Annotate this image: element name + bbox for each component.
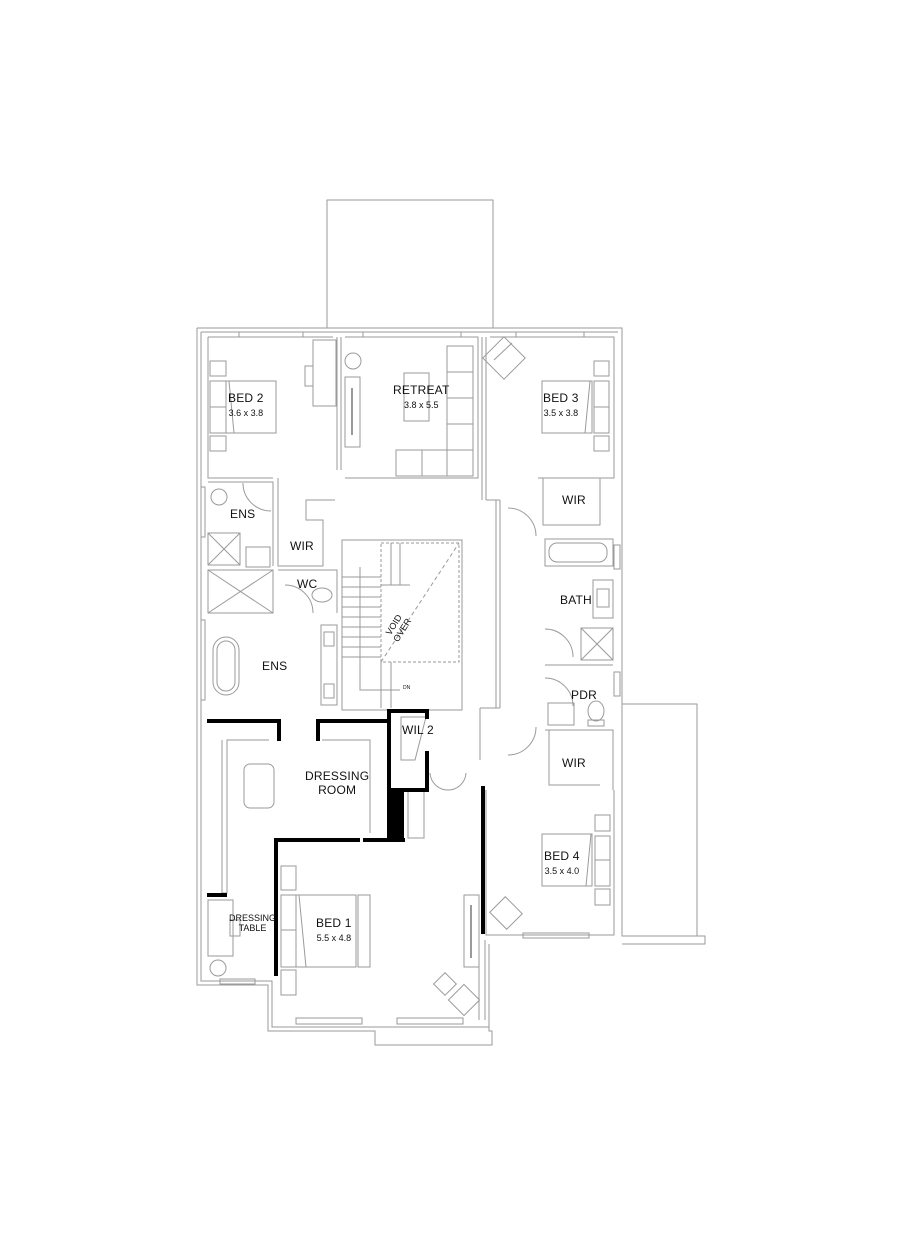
- room-name-line1: DRESSING: [305, 769, 370, 783]
- room-name: BED 1: [316, 916, 352, 930]
- room-name-line1: DRESSING: [229, 913, 277, 923]
- room-bed-3: BED 3 3.5 x 3.8: [543, 391, 579, 418]
- room-name: WIL 2: [402, 723, 434, 737]
- room-name: PDR: [571, 688, 597, 702]
- room-size: 3.5 x 4.0: [544, 865, 580, 876]
- room-dressing-room: DRESSING ROOM: [305, 769, 370, 798]
- room-size: 3.6 x 3.8: [228, 407, 264, 418]
- room-name: RETREAT: [393, 383, 450, 397]
- room-name: BED 3: [543, 391, 579, 405]
- room-ensuite-small: ENS: [230, 507, 256, 522]
- balcony-top: [326, 199, 494, 329]
- stair-down-label: DN: [403, 685, 411, 691]
- room-name: BED 4: [544, 849, 580, 863]
- room-name: WC: [297, 577, 318, 591]
- room-retreat: RETREAT 3.8 x 5.5: [393, 383, 450, 410]
- room-ensuite-master: ENS: [262, 659, 288, 674]
- room-name: ENS: [262, 659, 288, 673]
- room-name: WIR: [562, 756, 586, 770]
- room-name: WIR: [290, 539, 314, 553]
- room-name: ENS: [230, 507, 256, 521]
- room-name-line2: ROOM: [318, 782, 357, 797]
- room-wc: WC: [297, 577, 318, 592]
- room-bed-2: BED 2 3.6 x 3.8: [228, 391, 264, 418]
- room-wir-right-bottom: WIR: [562, 756, 586, 771]
- room-name: WIR: [562, 493, 586, 507]
- room-wil-2: WIL 2: [402, 723, 434, 738]
- room-pdr: PDR: [571, 688, 597, 703]
- room-size: 5.5 x 4.8: [316, 932, 352, 943]
- room-name: BATH: [560, 593, 592, 607]
- room-name-line2: TABLE: [238, 923, 267, 934]
- room-wir-left: WIR: [290, 539, 314, 554]
- room-bed-1: BED 1 5.5 x 4.8: [316, 916, 352, 943]
- room-size: 3.8 x 5.5: [403, 399, 439, 410]
- room-name: BED 2: [228, 391, 264, 405]
- room-bath: BATH: [560, 593, 592, 608]
- room-size: 3.5 x 3.8: [543, 407, 579, 418]
- room-dressing-table: DRESSING TABLE: [229, 913, 276, 934]
- room-bed-4: BED 4 3.5 x 4.0: [544, 849, 580, 876]
- room-wir-right-top: WIR: [562, 493, 586, 508]
